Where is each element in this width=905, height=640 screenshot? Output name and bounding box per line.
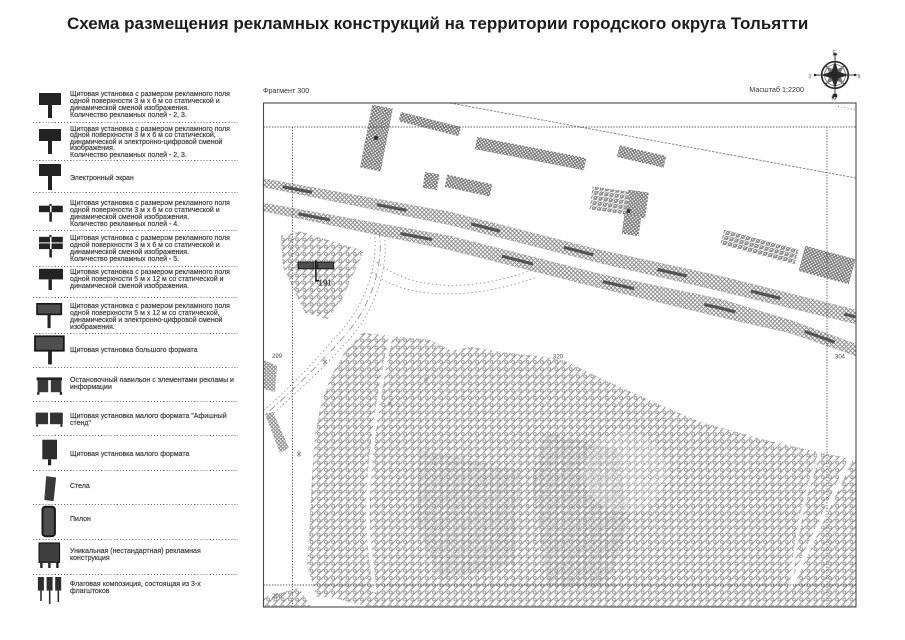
svg-text:З: З bbox=[809, 74, 812, 79]
svg-text:Фрагмент 300: Фрагмент 300 bbox=[263, 86, 309, 95]
svg-text:191: 191 bbox=[319, 279, 333, 288]
svg-text:Ю: Ю bbox=[832, 96, 837, 102]
svg-text:304: 304 bbox=[835, 355, 846, 361]
svg-text:299: 299 bbox=[272, 354, 283, 360]
svg-text:В: В bbox=[858, 74, 861, 79]
svg-text:С: С bbox=[833, 49, 837, 54]
svg-text:298: 298 bbox=[272, 594, 283, 600]
svg-text:Масштаб 1:2200: Масштаб 1:2200 bbox=[749, 85, 804, 94]
svg-text:320: 320 bbox=[553, 355, 564, 361]
